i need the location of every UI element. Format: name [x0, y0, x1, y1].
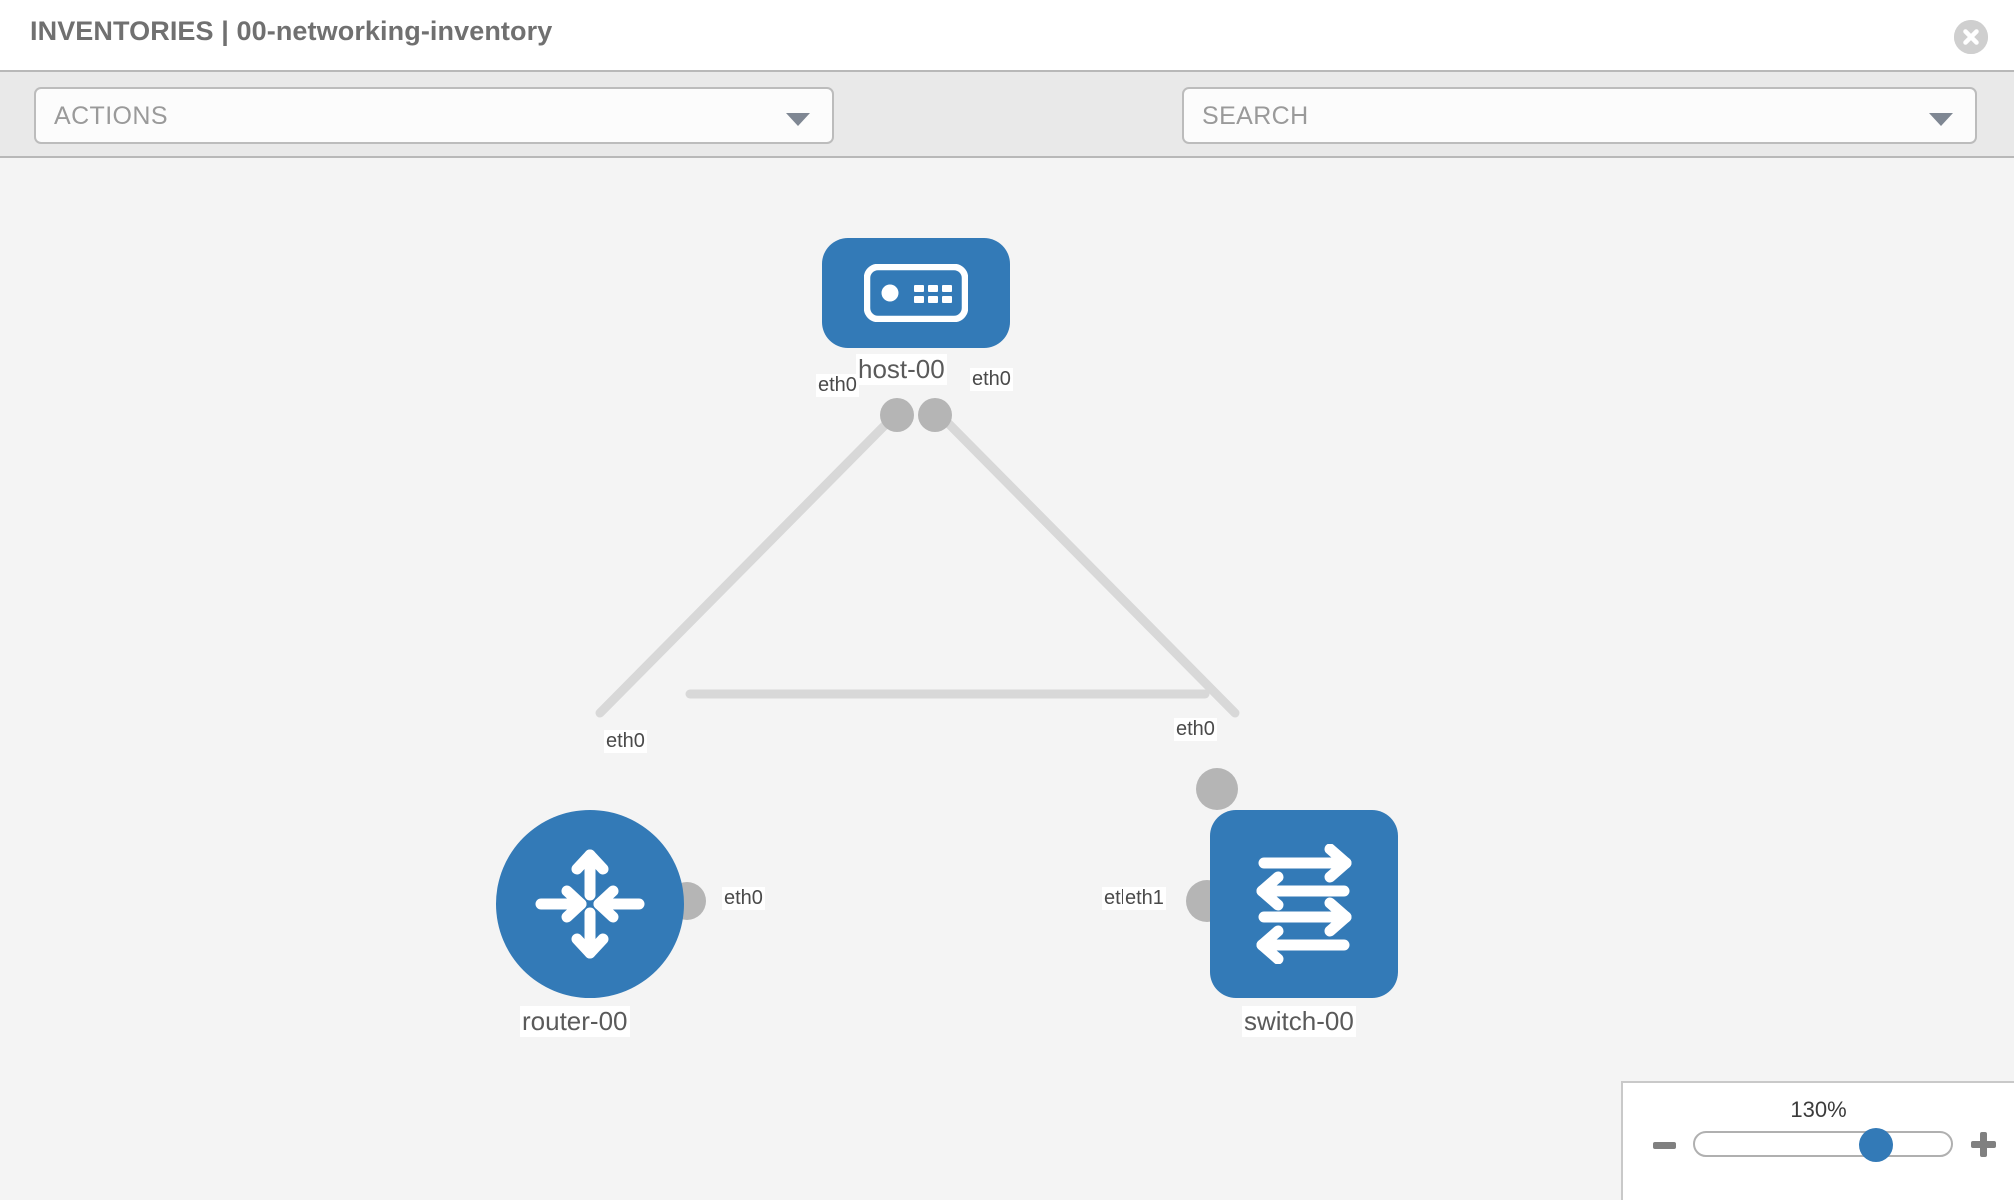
port-label-router-eth0-up: eth0 — [604, 730, 647, 753]
zoom-slider-handle[interactable] — [1859, 1128, 1893, 1162]
port-label-host-eth0-right: eth0 — [970, 368, 1013, 391]
page-header: INVENTORIES | 00-networking-inventory — [0, 0, 2014, 70]
topology-links — [595, 415, 1240, 718]
server-appliance-icon — [864, 264, 968, 322]
router-node-shape[interactable] — [496, 810, 684, 998]
plus-icon[interactable] — [1971, 1132, 1996, 1157]
minus-icon[interactable] — [1653, 1142, 1676, 1149]
search-input[interactable]: SEARCH — [1182, 87, 1977, 144]
search-placeholder: SEARCH — [1202, 102, 1309, 130]
actions-dropdown[interactable]: ACTIONS — [34, 87, 834, 144]
port-label-router-eth0-right: eth0 — [722, 887, 765, 910]
link-host-router — [595, 415, 895, 718]
node-label-switch-00: switch-00 — [1242, 1006, 1356, 1037]
host-node-shape[interactable] — [822, 238, 1010, 348]
port-nub-host-left[interactable] — [880, 398, 914, 432]
port-label-host-eth0-left: eth0 — [816, 374, 859, 397]
topology-canvas[interactable]: host-00 eth0 eth0 — [0, 158, 2014, 1200]
switch-node-shape[interactable] — [1210, 810, 1398, 998]
port-nub-host-right[interactable] — [918, 398, 952, 432]
toolbar: ACTIONS SEARCH — [0, 70, 2014, 204]
close-icon[interactable] — [1954, 20, 1988, 54]
chevron-down-icon[interactable] — [1929, 113, 1953, 126]
zoom-control-panel: 130% — [1621, 1081, 2014, 1200]
node-label-host-00: host-00 — [856, 354, 947, 385]
zoom-slider[interactable] — [1693, 1128, 1953, 1162]
actions-dropdown-label: ACTIONS — [54, 102, 168, 130]
port-label-switch-eth1-left: eth1 — [1123, 887, 1166, 910]
bidirectional-arrows-switch-icon — [1256, 844, 1352, 964]
page-title: INVENTORIES | 00-networking-inventory — [30, 16, 553, 46]
port-label-switch-eth0-up: eth0 — [1174, 718, 1217, 741]
zoom-level-label: 130% — [1790, 1097, 1847, 1122]
link-host-switch — [940, 415, 1240, 718]
chevron-down-icon — [786, 113, 810, 126]
four-arrows-router-icon — [535, 849, 645, 959]
node-label-router-00: router-00 — [520, 1006, 630, 1037]
port-nub-switch-top[interactable] — [1196, 768, 1238, 810]
